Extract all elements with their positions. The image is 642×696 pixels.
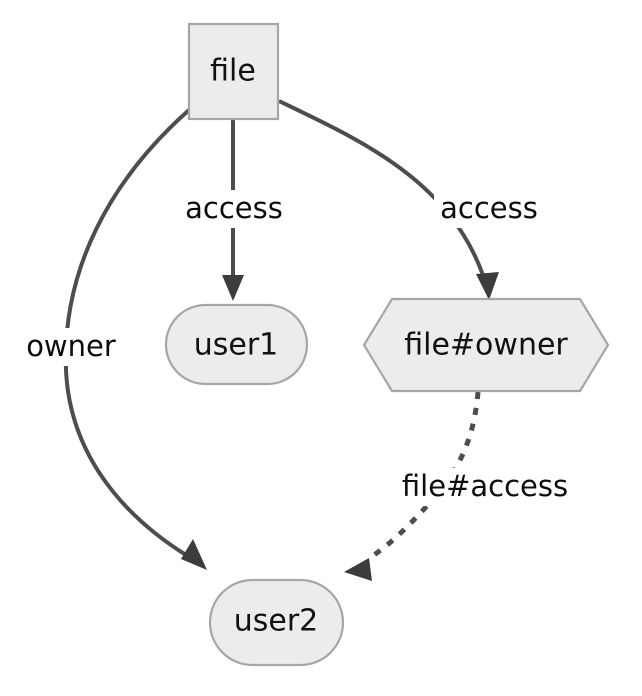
arrow-head-file-access-user1 [222,275,244,301]
edge-label-text-fileaccess-user2: file#access [402,469,568,503]
edge-label-access-fileowner: access [434,190,544,228]
arrow-head-fileowner-fileaccess-user2 [344,558,372,581]
edge-label-bg-owner-user2 [18,328,124,366]
edge-label-owner-user2: owner [18,328,124,366]
edge-label-bg-access-user1 [179,190,289,228]
edge-label-access-user1: access [179,190,289,228]
edge-file-owner-user2[interactable] [63,108,207,570]
node-file-owner[interactable]: file#owner [362,297,610,393]
edge-label-bg-fileaccess-user2 [398,468,572,506]
edge-label-fileaccess-user2: file#access [398,468,572,506]
node-shape-user2 [208,578,345,667]
node-shape-file [187,22,280,121]
node-label-user1: user1 [194,328,279,363]
node-user2[interactable]: user2 [208,578,345,667]
edge-label-bg-access-fileowner [434,190,544,228]
node-label-file: file [210,54,256,89]
arrow-head-file-owner-user2 [181,539,207,570]
nodes-layer: file user1 file#owner user2 [164,22,610,667]
edge-labels-layer: access access owner file#access [18,190,572,506]
edge-label-text-access-user1: access [185,191,283,225]
node-file[interactable]: file [187,22,280,121]
node-shape-user1 [164,303,309,386]
node-label-user2: user2 [234,604,319,639]
edge-file-access-fileowner[interactable] [278,99,499,300]
node-shape-file-owner [362,297,610,393]
edge-path-file-owner-user2 [63,108,191,557]
edge-label-text-owner-user2: owner [26,329,116,363]
edge-path-file-access-fileowner [278,99,486,279]
arrow-head-file-access-fileowner [476,272,499,300]
edge-label-text-access-fileowner: access [440,191,538,225]
node-label-file-owner: file#owner [404,328,568,363]
node-user1[interactable]: user1 [164,303,309,386]
